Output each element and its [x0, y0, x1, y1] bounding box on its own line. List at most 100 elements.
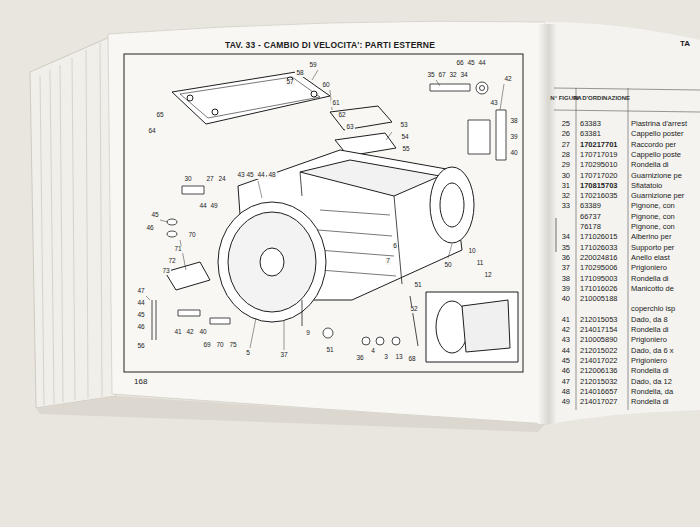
- callout-number: 44: [256, 172, 265, 179]
- order-number: 212015053: [580, 316, 618, 324]
- callout-number: 65: [155, 112, 164, 119]
- part-description: Prigioniero: [631, 357, 667, 365]
- callout-number: 68: [407, 356, 416, 363]
- order-number: 170216035: [580, 192, 618, 200]
- figure-number: 35: [562, 244, 570, 252]
- figure-number: 36: [562, 254, 570, 262]
- callout-number: 44: [136, 300, 145, 307]
- part-description: Cappello poster: [631, 130, 684, 138]
- callout-number: 51: [413, 282, 422, 289]
- figure-number: 41: [562, 316, 570, 324]
- figure-number: 28: [562, 151, 570, 159]
- part-description: Cappello poste: [631, 151, 681, 159]
- part-description: Rondella di: [631, 161, 669, 169]
- order-number: 214017027: [580, 398, 618, 406]
- leader-lines: [146, 70, 504, 350]
- callout-number: 59: [308, 62, 317, 69]
- figure-number: 32: [562, 192, 570, 200]
- part-description: Pignone, con: [631, 202, 675, 210]
- part-description: Piastrina d'arrest: [631, 120, 687, 128]
- callout-number: 4: [370, 348, 376, 355]
- callout-number: 75: [228, 342, 237, 349]
- part-description: Rondella di: [631, 275, 669, 283]
- part-description: Supporto per: [631, 244, 674, 252]
- callout-number: 48: [267, 172, 276, 179]
- part-description: Prigioniero: [631, 264, 667, 272]
- callout-number: 46: [145, 225, 154, 232]
- figure-number: 27: [562, 141, 570, 149]
- callout-number: 43: [236, 172, 245, 179]
- order-number: 212015022: [580, 347, 618, 355]
- callout-number: 55: [401, 146, 410, 153]
- order-number: 210005890: [580, 336, 618, 344]
- callout-number: 30: [183, 176, 192, 183]
- callout-number: 53: [399, 122, 408, 129]
- callout-number: 54: [400, 134, 409, 141]
- figure-number: 33: [562, 202, 570, 210]
- order-number: 170295006: [580, 264, 618, 272]
- callout-number: 3: [383, 354, 389, 361]
- callout-number: 40: [198, 329, 207, 336]
- column-header: N° D'ORDINAZIONE: [574, 95, 630, 101]
- figure-number: 48: [562, 388, 570, 396]
- figure-number: 45: [562, 357, 570, 365]
- order-number: 170717019: [580, 151, 618, 159]
- callout-number: 34: [459, 72, 468, 79]
- part-description: Rondella di: [631, 398, 669, 406]
- callout-number: 37: [279, 352, 288, 359]
- callout-number: 13: [394, 354, 403, 361]
- callout-number: 32: [448, 72, 457, 79]
- part-description: coperchio isp: [631, 305, 675, 313]
- part-description: Dado, da 6 x: [631, 347, 674, 355]
- callout-number: 73: [161, 268, 170, 275]
- callout-number: 41: [173, 329, 182, 336]
- part-description: Alberino per: [631, 233, 671, 241]
- callout-number: 61: [331, 100, 340, 107]
- order-number: 170815703: [580, 182, 618, 190]
- order-number: 214016657: [580, 388, 618, 396]
- callout-number: 11: [476, 260, 485, 267]
- figure-number: 39: [562, 285, 570, 293]
- figure-number: 49: [562, 398, 570, 406]
- callout-number: 49: [209, 203, 218, 210]
- callout-number: 35: [426, 72, 435, 79]
- part-description: Dado, da 12: [631, 378, 672, 386]
- callout-number: 9: [305, 330, 311, 337]
- order-number: 170295010: [580, 161, 618, 169]
- part-description: Manicotto de: [631, 285, 674, 293]
- callout-number: 6: [392, 243, 398, 250]
- figure-number: 26: [562, 130, 570, 138]
- part-description: Pignone, con: [631, 213, 675, 221]
- callout-number: 44: [198, 203, 207, 210]
- callout-number: 42: [185, 329, 194, 336]
- callout-number: 62: [337, 112, 346, 119]
- figure-number: 43: [562, 336, 570, 344]
- figure-number: 38: [562, 275, 570, 283]
- part-description: Anello elast: [631, 254, 670, 262]
- order-number: 220024816: [580, 254, 618, 262]
- figure-number: 40: [562, 295, 570, 303]
- callout-number: 43: [489, 100, 498, 107]
- order-number: 63383: [580, 120, 601, 128]
- callout-number: 45: [466, 60, 475, 67]
- callout-number: 42: [503, 76, 512, 83]
- callout-number: 64: [147, 128, 156, 135]
- callout-number: 46: [136, 324, 145, 331]
- part-description: Raccordo per: [631, 141, 676, 149]
- figure-number: 34: [562, 233, 570, 241]
- order-number: 66737: [580, 213, 601, 221]
- part-description: Prigioniero: [631, 336, 667, 344]
- page-number: 168: [134, 378, 147, 386]
- callout-number: 70: [187, 232, 196, 239]
- callout-number: 71: [173, 246, 182, 253]
- callout-number: 63: [345, 124, 354, 131]
- callout-number: 39: [509, 134, 518, 141]
- callout-number: 5: [245, 350, 251, 357]
- callout-number: 44: [477, 60, 486, 67]
- order-number: 170717020: [580, 172, 618, 180]
- plate-title-fragment: TA: [680, 40, 690, 48]
- order-number: 63381: [580, 130, 601, 138]
- callout-number: 24: [217, 176, 226, 183]
- order-number: 63389: [580, 202, 601, 210]
- callout-number: 27: [205, 176, 214, 183]
